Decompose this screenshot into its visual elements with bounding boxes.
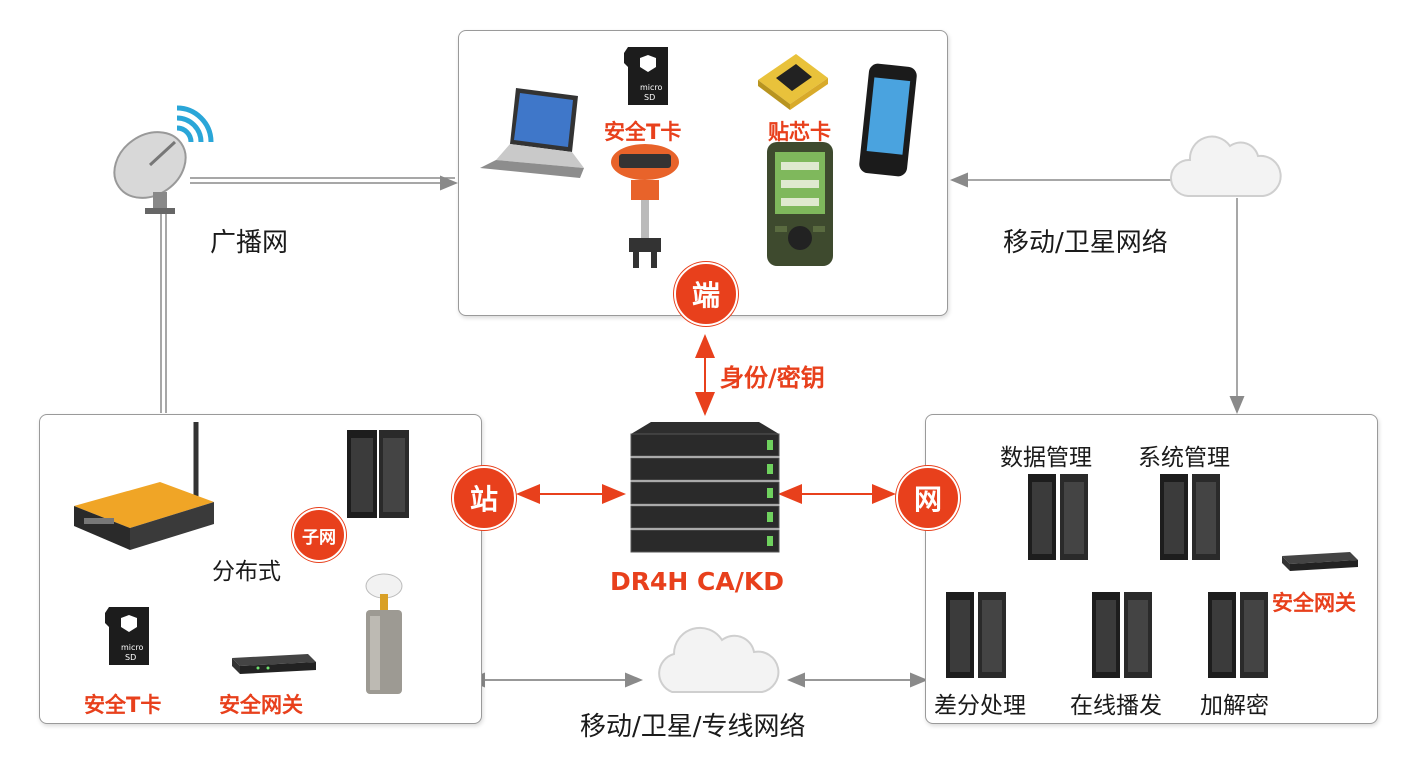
svg-text:micro: micro — [121, 643, 144, 652]
svg-text:SD: SD — [125, 653, 136, 662]
svg-text:SD: SD — [644, 93, 655, 102]
handheld-terminal-icon — [767, 142, 833, 266]
sys-mgmt-server-icon — [1160, 474, 1220, 560]
net-gateway-label: 安全网关 — [1272, 591, 1356, 615]
micro-sd-card-icon: micro SD — [624, 47, 668, 105]
terminal-badge: 端 — [674, 262, 738, 326]
station-t-card-label: 安全T卡 — [84, 693, 162, 717]
diff-server-icon — [946, 592, 1006, 678]
net-broadcast-label: 在线播发 — [1070, 693, 1162, 719]
satellite-dish-icon — [113, 105, 214, 214]
net-crypto-label: 加解密 — [1200, 693, 1269, 719]
gnss-antenna-station-icon — [365, 573, 403, 694]
terminal-t-card-label: 安全T卡 — [604, 120, 682, 144]
smartphone-icon — [859, 63, 917, 177]
broadcast-network-label: 广播网 — [210, 228, 289, 258]
base-station-receiver-icon — [74, 422, 214, 550]
net-data-mgmt-label: 数据管理 — [1000, 445, 1092, 471]
crypto-server-icon — [1208, 592, 1268, 678]
micro-sd-card-station-icon: micro SD — [105, 607, 149, 665]
subnet-badge: 子网 — [292, 508, 346, 562]
svg-text:micro: micro — [640, 83, 663, 92]
chip-card-icon — [758, 54, 828, 110]
cloud-icon-top — [1169, 135, 1282, 197]
terminal-chip-card-label: 贴芯卡 — [768, 120, 831, 144]
central-server-icon — [630, 422, 780, 553]
net-sys-mgmt-label: 系统管理 — [1138, 445, 1230, 471]
station-server-rack-icon — [347, 430, 409, 518]
mobile-satellite-line-label: 移动/卫星/专线网络 — [580, 712, 806, 742]
server-name-label: DR4H CA/KD — [610, 567, 784, 596]
cloud-icon-bottom — [658, 626, 780, 693]
gnss-receiver-icon — [611, 144, 679, 268]
mobile-satellite-label: 移动/卫星网络 — [1003, 228, 1168, 258]
network-badge: 网 — [896, 466, 960, 530]
station-gateway-label: 安全网关 — [219, 693, 303, 717]
data-mgmt-server-icon — [1028, 474, 1088, 560]
security-gateway-station-icon — [232, 654, 316, 674]
laptop-icon — [480, 88, 584, 178]
security-gateway-network-icon — [1282, 552, 1358, 571]
identity-key-label: 身份/密钥 — [720, 364, 825, 392]
station-distributed-label: 分布式 — [212, 559, 281, 585]
net-diff-label: 差分处理 — [934, 693, 1026, 719]
station-badge: 站 — [452, 466, 516, 530]
broadcast-server-icon — [1092, 592, 1152, 678]
